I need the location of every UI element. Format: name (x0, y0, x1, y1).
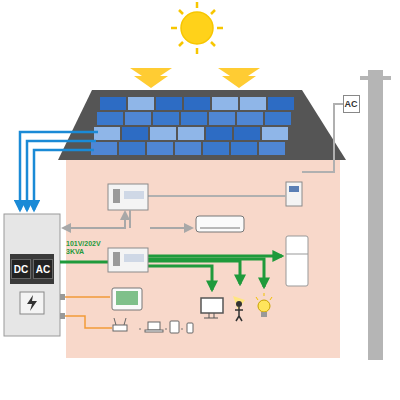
panel-cell (259, 142, 285, 155)
grid-wire (302, 104, 346, 172)
air-conditioner-vent (200, 228, 240, 229)
voltage-label: 101V/202V 3KVA (66, 240, 104, 255)
panel-cell (181, 112, 207, 125)
utility-pole (368, 70, 383, 360)
battery-box (20, 292, 44, 314)
panel-cell (203, 142, 229, 155)
pole-crossbar (360, 76, 391, 80)
meter-display (289, 186, 299, 192)
grid-ac-box: AC (343, 95, 360, 113)
panel-cell (209, 112, 235, 125)
panel-cell (100, 97, 126, 110)
node-text: AC (345, 99, 358, 109)
panel-cell (94, 127, 120, 140)
dc-ac-panel (10, 254, 54, 284)
sunlight-arrow (218, 68, 260, 88)
panel-cell (122, 127, 148, 140)
panel-cell (150, 127, 176, 140)
data-wires (65, 297, 112, 328)
grey-link (150, 227, 192, 229)
distribution-board (108, 248, 148, 272)
panel-cell (91, 142, 117, 155)
breaker-row (124, 254, 144, 262)
sunlight-arrow (130, 68, 172, 88)
monitor-stand (204, 313, 218, 318)
panel-cell (97, 112, 123, 125)
roof (58, 90, 346, 160)
panel-cell (262, 127, 288, 140)
node-text: DC (14, 264, 28, 275)
dc-wires (20, 132, 98, 210)
home-monitor (112, 288, 142, 310)
refrigerator (286, 236, 308, 286)
devices (113, 318, 193, 333)
panel-cell (231, 142, 257, 155)
unit-port (60, 294, 65, 300)
panel-cell (237, 112, 263, 125)
breaker (113, 252, 120, 266)
home-monitor-screen (116, 291, 138, 305)
unit-port (60, 313, 65, 319)
grey-link (63, 212, 125, 228)
ac-wires (60, 256, 282, 290)
person (235, 307, 243, 321)
sun (171, 2, 223, 54)
grid-wire (148, 195, 286, 197)
panel-cell (119, 142, 145, 155)
monitor (201, 298, 223, 313)
panel-cell (206, 127, 232, 140)
node-text: AC (36, 264, 50, 275)
panel-cell (125, 112, 151, 125)
light-bulb (256, 293, 272, 317)
panel-cell (147, 142, 173, 155)
person (236, 301, 242, 307)
solar-panels (91, 97, 294, 155)
air-conditioner (196, 216, 244, 232)
breaker-row (124, 191, 144, 199)
ac-label-box: AC (33, 259, 53, 279)
panel-cell (234, 127, 260, 140)
panel-cell (178, 127, 204, 140)
breaker (113, 189, 120, 203)
panel-cell (268, 97, 294, 110)
ellipsis-dots (139, 328, 183, 330)
panel-cell (265, 112, 291, 125)
power-meter (286, 182, 302, 206)
panel-cell (156, 97, 182, 110)
dc-label-box: DC (11, 259, 31, 279)
panel-cell (153, 112, 179, 125)
panel-cell (184, 97, 210, 110)
panel-cell (128, 97, 154, 110)
distribution-board (108, 184, 148, 210)
house-wall (66, 158, 340, 358)
grey-link (129, 210, 131, 228)
panel-cell (240, 97, 266, 110)
refrigerator-door (286, 254, 308, 255)
power-conditioner (4, 214, 60, 336)
panel-cell (175, 142, 201, 155)
panel-cell (212, 97, 238, 110)
lightning-symbol (27, 295, 37, 311)
